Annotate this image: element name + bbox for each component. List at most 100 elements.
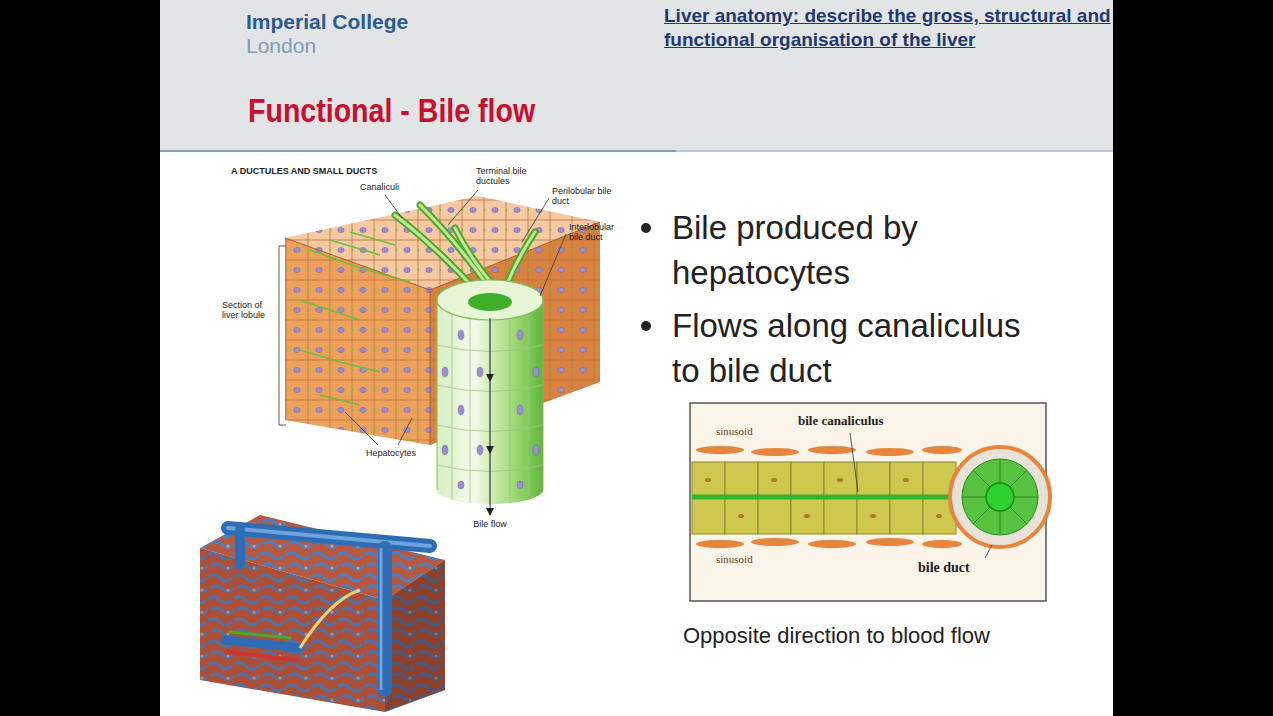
interlobular-duct-cylinder <box>533 445 539 455</box>
interlobular-duct-cylinder <box>517 330 523 340</box>
canaliculus-schematic <box>922 540 962 548</box>
leader-lines <box>385 195 402 218</box>
lobule-photo <box>167 503 447 716</box>
canaliculus-schematic <box>696 446 744 454</box>
canaliculus-schematic <box>808 540 856 548</box>
lobule-photo <box>225 640 300 648</box>
bile-flow-arrow <box>490 318 491 512</box>
slide-title: Functional - Bile flow <box>248 90 535 130</box>
leader-lines <box>345 412 378 445</box>
part-label: Perilobular bile duct <box>552 186 612 206</box>
slide-background <box>160 0 1113 716</box>
bullet-text: Bile produced by hepatocytes <box>672 205 1042 295</box>
canaliculus-schematic <box>804 514 810 518</box>
interlobular-duct-cylinder <box>517 481 523 489</box>
canaliculus-schematic <box>903 478 909 482</box>
lobule-block <box>285 238 430 445</box>
schematic-label: sinusoid <box>716 425 753 438</box>
canaliculus-schematic <box>962 459 1038 535</box>
canaliculus-schematic <box>751 538 799 546</box>
canaliculus-schematic <box>985 545 992 558</box>
interlobular-duct-cylinder <box>543 300 544 490</box>
slide-background <box>160 150 676 152</box>
canaliculus-schematic <box>866 448 914 456</box>
canaliculus-schematic <box>986 483 1014 511</box>
leader-lines <box>522 198 549 242</box>
lobule-photo <box>228 528 430 546</box>
figure-caption: Opposite direction to blood flow <box>683 622 990 650</box>
part-label: Terminal bile ductules <box>476 166 540 186</box>
lobule-photo <box>300 590 360 648</box>
interlobular-duct-cylinder <box>477 445 483 455</box>
part-label: Bile flow <box>470 519 510 529</box>
interlobular-duct-cylinder <box>442 445 448 455</box>
interlobular-duct-cylinder <box>517 405 523 415</box>
canaliculus-schematic <box>771 478 777 482</box>
canaliculus-schematic <box>962 459 1038 535</box>
canaliculus-schematic <box>738 514 744 518</box>
canaliculus-schematic <box>837 478 843 482</box>
part-label: Interlobular bile duct <box>569 222 629 242</box>
interlobular-duct-cylinder <box>477 367 483 377</box>
bile-flow-arrow <box>490 378 491 450</box>
canaliculus-schematic <box>692 495 985 500</box>
institution-name: Imperial College <box>246 10 408 34</box>
canaliculus-schematic <box>808 446 856 454</box>
bile-flow-arrow <box>490 450 491 512</box>
interlobular-duct-cylinder <box>442 367 448 377</box>
schematic-label: sinusoid <box>716 553 753 566</box>
lobule-photo <box>200 548 385 712</box>
bullet-dots <box>641 223 651 331</box>
schematic-label: bile canaliculus <box>798 413 884 428</box>
leader-lines <box>279 246 286 425</box>
leader-lines <box>279 190 566 445</box>
bullet-dots <box>641 223 651 233</box>
canaliculus-schematic <box>690 403 1046 601</box>
part-label: Hepatocytes <box>354 448 428 458</box>
lobule-block <box>285 238 430 445</box>
bullet-text: Flows along canaliculus to bile duct <box>672 303 1042 393</box>
lobule-photo <box>228 652 295 660</box>
leader-lines <box>448 190 478 225</box>
canaliculus-schematic <box>936 514 942 518</box>
lobule-photo <box>385 560 445 712</box>
leader-lines <box>398 418 412 445</box>
canaliculus-schematic <box>866 538 914 546</box>
lobule-photo <box>228 528 430 546</box>
canaliculi-network <box>300 232 410 405</box>
canaliculus-schematic <box>696 540 744 548</box>
part-label: Canaliculi <box>360 182 399 192</box>
bullet-dots <box>641 321 651 331</box>
interlobular-duct-cylinder <box>533 367 539 377</box>
interlobular-duct-cylinder <box>437 280 543 320</box>
lobule-photo <box>167 503 447 716</box>
bile-flow-arrow <box>490 318 491 378</box>
schematic-label: bile duct <box>918 560 970 576</box>
panel-heading: A DUCTULES AND SMALL DUCTS <box>231 166 377 176</box>
slide-background <box>160 0 1113 716</box>
leader-lines <box>540 234 566 296</box>
lobule-photo <box>230 632 290 638</box>
interlobular-duct-cylinder <box>458 330 464 340</box>
canaliculus-schematic <box>850 433 858 492</box>
canaliculus-schematic <box>950 447 1050 547</box>
lobule-photo <box>200 548 385 712</box>
canaliculus-schematic <box>751 448 799 456</box>
interlobular-duct-cylinder <box>437 300 438 490</box>
canaliculus-schematic <box>705 478 711 482</box>
interlobular-duct-cylinder <box>468 293 512 311</box>
lobule-photo <box>235 530 245 565</box>
lobule-photo <box>378 548 392 690</box>
lobule-block <box>430 290 431 445</box>
slide-background <box>676 150 1113 152</box>
interlobular-duct-cylinder <box>458 405 464 415</box>
part-label: Section of liver lobule <box>222 300 276 320</box>
canaliculus-schematic <box>690 403 1050 601</box>
learning-objective: Liver anatomy: describe the gross, struc… <box>664 4 1122 52</box>
lobule-photo <box>380 548 383 690</box>
institution-city: London <box>246 34 316 58</box>
interlobular-duct-cylinder <box>458 481 464 489</box>
